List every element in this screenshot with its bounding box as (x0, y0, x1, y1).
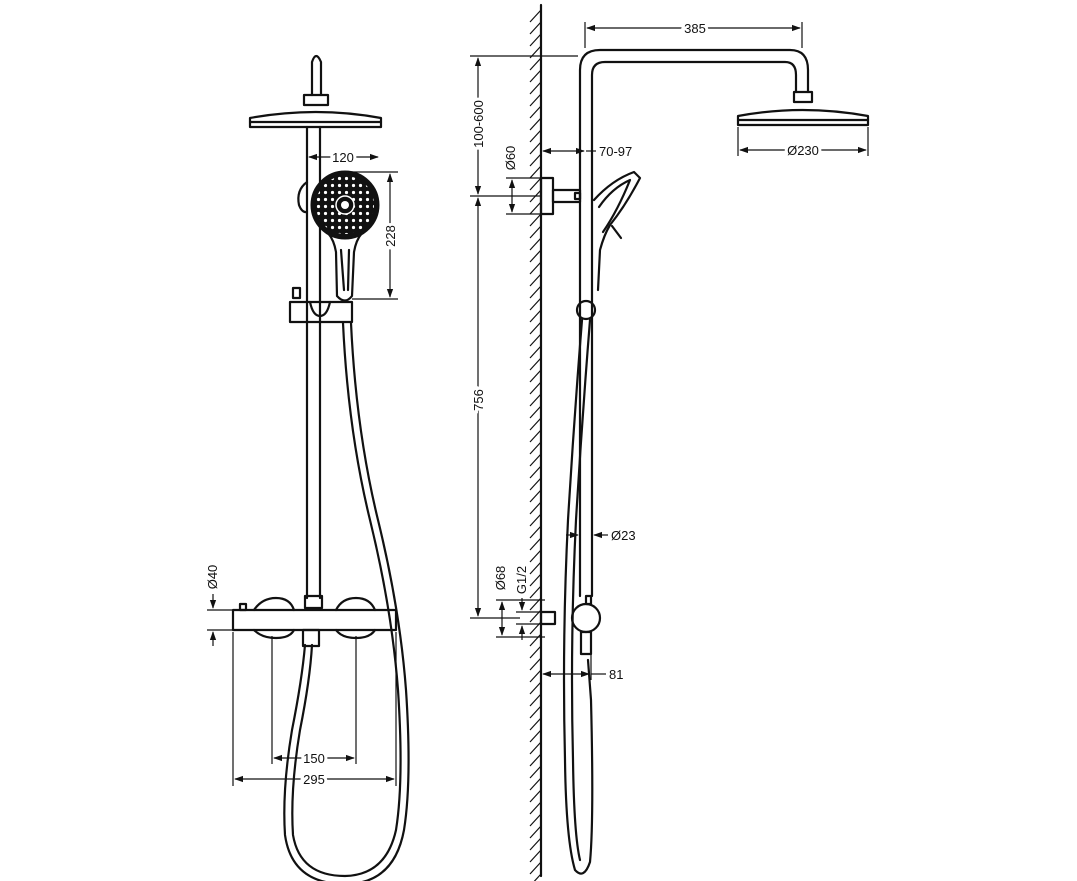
wall-hatch-line (529, 525, 542, 539)
wall-hatch-line (529, 213, 542, 227)
wall-hatch-line (529, 33, 542, 47)
wall-hatch-line (529, 237, 542, 251)
wall-hatch-line (533, 873, 542, 881)
wall-hatch-line (529, 825, 542, 839)
wall-hatch-line (529, 741, 542, 755)
wall-hatch-line (529, 573, 542, 587)
wall-hatch-line (529, 381, 542, 395)
wall-hatch-line (529, 717, 542, 731)
wall-hatch-line (529, 129, 542, 143)
wall-hatch-line (529, 489, 542, 503)
wall-hatch-line (529, 645, 542, 659)
wall-hatch-line (529, 693, 542, 707)
hand-shower-front (297, 170, 380, 302)
wall-hatch-line (529, 177, 542, 191)
wall-hatch-line (529, 393, 542, 407)
wall-section (529, 3, 543, 881)
wall-hatch-line (529, 249, 542, 263)
dim-column-height: 756 (471, 389, 486, 411)
wall-hatch-line (529, 585, 542, 599)
wall-hatch-line (529, 417, 542, 431)
dim-inlet-spacing: 150 (303, 751, 325, 766)
wall-hatch-line (529, 537, 542, 551)
wall-hatch-line (529, 753, 542, 767)
wall-hatch-line (529, 477, 542, 491)
wall-hatch-line (529, 765, 542, 779)
wall-hatch-line (529, 429, 542, 443)
wall-hatch-line (529, 861, 542, 875)
wall-hatch-line (529, 705, 542, 719)
wall-hatch-line (529, 309, 542, 323)
wall-hatch-line (529, 405, 542, 419)
wall-hatch-line (529, 813, 542, 827)
dim-handle-diameter: Ø40 (205, 565, 220, 590)
wall-hatch-line (529, 141, 542, 155)
wall-hatch-line (529, 285, 542, 299)
wall-hatch-line (529, 729, 542, 743)
dim-handshower-length: 228 (383, 225, 398, 247)
wall-hatch-line (529, 117, 542, 131)
wall-hatch-line (529, 261, 542, 275)
wall-hatch-line (529, 501, 542, 515)
dim-wall-bracket-depth: 70-97 (599, 144, 632, 159)
dimension-labels: 385 100-600 756 70-97 Ø60 Ø230 120 228 Ø… (205, 18, 822, 790)
wall-hatch-line (529, 657, 542, 671)
wall-hatch-line (529, 837, 542, 851)
wall-hatch-line (529, 93, 542, 107)
front-view (231, 54, 410, 881)
wall-hatch-line (529, 453, 542, 467)
wall-hatch-line (529, 513, 542, 527)
dim-mixer-width: 295 (303, 772, 325, 787)
dim-inlet-thread: G1/2 (514, 566, 529, 594)
wall-hatch-line (529, 633, 542, 647)
dim-head-diameter: Ø230 (787, 143, 819, 158)
wall-hatch-line (529, 333, 542, 347)
wall-hatch-line (529, 81, 542, 95)
wall-hatch-line (529, 69, 542, 83)
wall-hatch-line (529, 165, 542, 179)
wall-hatch-line (529, 201, 542, 215)
wall-hatch-line (529, 369, 542, 383)
dim-valve-diameter: Ø68 (493, 566, 508, 591)
wall-hatch-line (529, 297, 542, 311)
wall-hatch-line (529, 801, 542, 815)
wall-hatch-line (529, 549, 542, 563)
slider-front (288, 286, 354, 324)
wall-hatch-line (529, 57, 542, 71)
wall-hatch-line (529, 273, 542, 287)
dim-valve-depth: 81 (609, 667, 623, 682)
side-view (539, 48, 870, 875)
wall-hatch-line (529, 789, 542, 803)
dim-pipe-diameter: Ø23 (611, 528, 636, 543)
wall-hatch-line (529, 105, 542, 119)
dim-riser-adjust: 100-600 (471, 100, 486, 148)
wall-hatch-line (529, 777, 542, 791)
wall-hatch-line (529, 345, 542, 359)
wall-hatch-line (529, 669, 542, 683)
wall-hatch-line (529, 321, 542, 335)
dimension-lines (207, 22, 869, 786)
wall-hatch-line (529, 681, 542, 695)
dim-handshower-width: 120 (332, 150, 354, 165)
wall-hatch-line (529, 357, 542, 371)
thermostatic-mixer-front (231, 596, 398, 640)
wall-hatch-line (529, 849, 542, 863)
wall-hatch-line (529, 225, 542, 239)
dim-bracket-diameter: Ø60 (503, 146, 518, 171)
wall-hatch-line (529, 441, 542, 455)
wall-hatch-line (529, 561, 542, 575)
wall-hatch-line (529, 465, 542, 479)
dim-head-arm-length: 385 (684, 21, 706, 36)
wall-hatch-line (529, 21, 542, 35)
wall-hatch-line (529, 153, 542, 167)
wall-hatch-line (529, 9, 542, 23)
